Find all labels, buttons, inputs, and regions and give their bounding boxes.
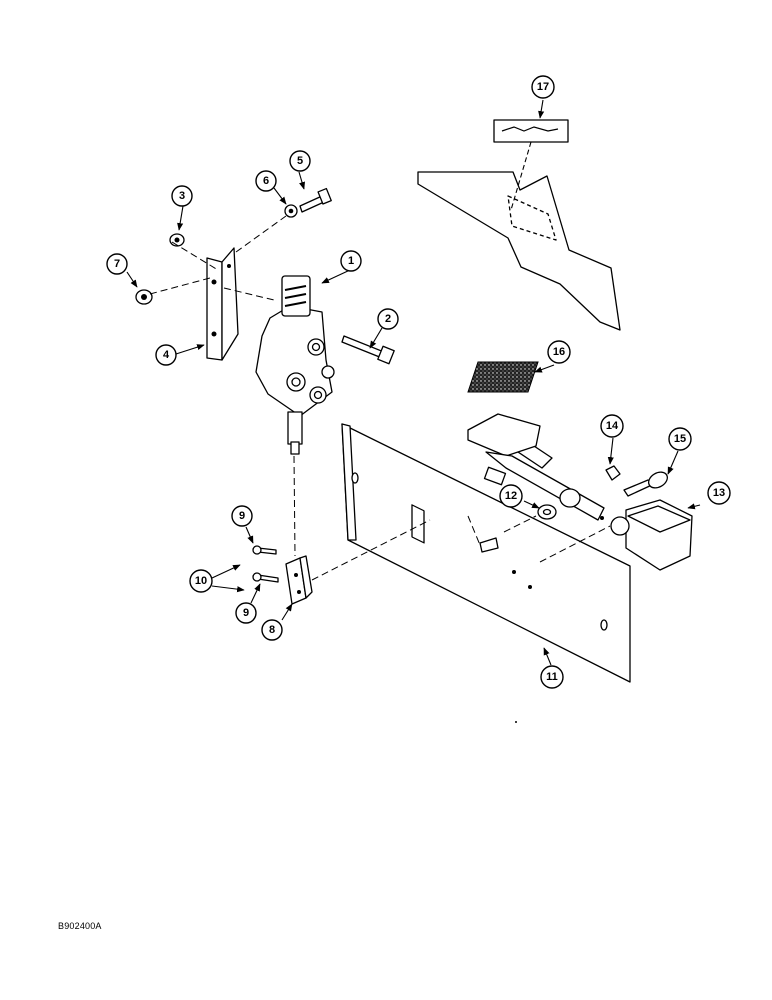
stray-mark	[515, 721, 517, 723]
clevis-part	[285, 555, 313, 605]
svg-text:5: 5	[297, 155, 303, 167]
callout-2: 2	[377, 308, 399, 330]
callout-5: 5	[289, 150, 311, 172]
callout-3: 3	[171, 185, 193, 207]
callout-8: 8	[261, 619, 283, 641]
callout-10: 10	[189, 569, 213, 593]
svg-text:9: 9	[239, 510, 245, 522]
svg-text:15: 15	[674, 433, 686, 445]
anti-slip-mat-part	[467, 361, 539, 393]
callout-leaders	[126, 99, 701, 666]
svg-text:12: 12	[505, 490, 517, 502]
svg-text:14: 14	[606, 420, 619, 432]
callout-4: 4	[155, 344, 177, 366]
svg-text:6: 6	[263, 175, 269, 187]
svg-text:8: 8	[269, 624, 275, 636]
callout-16: 16	[547, 340, 571, 364]
hardware-parts	[135, 187, 332, 305]
floor-panel-part	[417, 119, 621, 331]
front-panel-part	[341, 423, 631, 683]
pedal-hardware-parts	[479, 465, 668, 553]
svg-text:16: 16	[553, 346, 565, 358]
svg-text:3: 3	[179, 190, 185, 202]
callout-9-top: 9	[231, 505, 253, 527]
callout-12: 12	[499, 484, 523, 508]
svg-text:1: 1	[348, 255, 354, 267]
callout-6: 6	[255, 170, 277, 192]
clevis-bolts-part	[252, 545, 279, 583]
svg-text:11: 11	[546, 671, 558, 683]
drawing-code: B902400A	[58, 921, 102, 931]
svg-text:17: 17	[537, 81, 549, 93]
svg-text:10: 10	[195, 575, 207, 587]
svg-text:9: 9	[243, 607, 249, 619]
callout-17: 17	[531, 75, 555, 99]
assembly-lines	[149, 215, 611, 581]
mounting-bracket-part	[206, 247, 239, 361]
callout-15: 15	[668, 427, 692, 451]
control-valve-part	[255, 275, 335, 455]
callout-7: 7	[106, 253, 128, 275]
callout-1: 1	[340, 250, 362, 272]
svg-text:2: 2	[385, 313, 391, 325]
pedal-assembly-part	[467, 413, 693, 571]
svg-text:4: 4	[163, 349, 170, 361]
callout-14: 14	[600, 414, 624, 438]
callout-11: 11	[540, 665, 564, 689]
svg-text:7: 7	[114, 258, 120, 270]
callout-9-bottom: 9	[235, 602, 257, 624]
callout-13: 13	[707, 481, 731, 505]
svg-text:13: 13	[713, 487, 725, 499]
long-bolt-part	[341, 335, 395, 365]
